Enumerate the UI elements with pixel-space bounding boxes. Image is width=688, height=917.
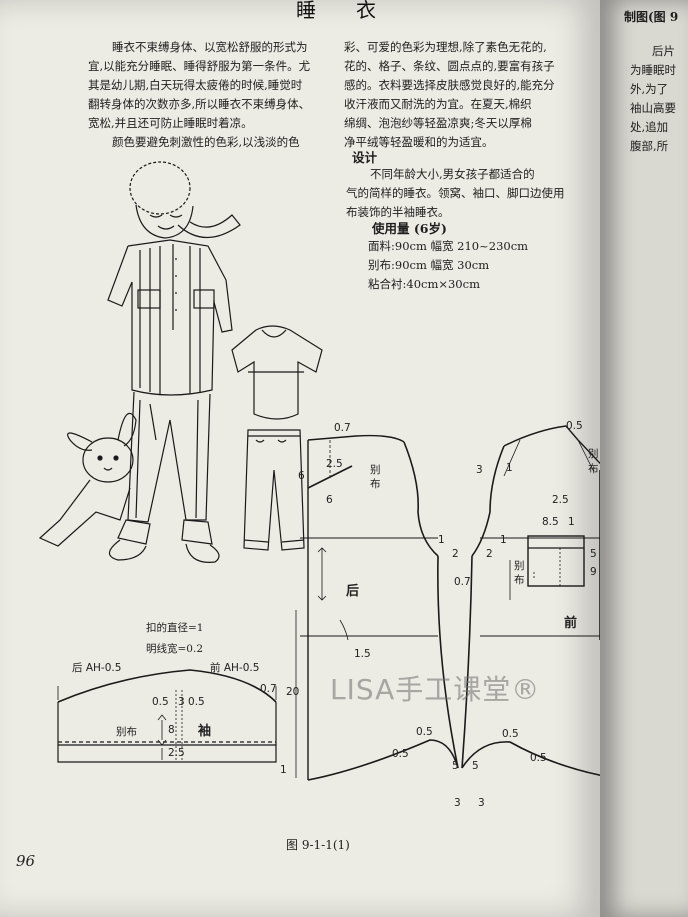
front-dim-0-5-top: 0.5 xyxy=(566,420,583,432)
adjacent-heading: 制图(图 9 xyxy=(624,10,679,24)
usage-line-interfacing: 粘合衬:40cm×30cm xyxy=(368,277,480,291)
right-text-line: 彩、可爱的色彩为理想,除了素色无花的, xyxy=(344,40,547,54)
design-text-line: 气的简样的睡衣。领窝、袖口、脚口边使用 xyxy=(346,186,565,200)
back-pattern-lines xyxy=(295,434,459,781)
right-text-line: 感的。衣料要选择皮肤感觉良好的,能充分 xyxy=(344,78,555,92)
back-dim-0-5-a: 0.5 xyxy=(416,726,433,738)
usage-line-contrast-fabric: 别布:90cm 幅宽 30cm xyxy=(368,258,490,272)
left-text-line: 翻转身体的次数亦多,所以睡衣不束缚身体、 xyxy=(88,97,311,111)
sleeve-contrast-label: 别布 xyxy=(116,726,137,738)
back-ah-label: 后 AH-0.5 xyxy=(72,662,122,674)
adjacent-line: 后片 xyxy=(652,44,675,58)
back-dim-20: 20 xyxy=(286,686,300,698)
book-page: 睡衣 睡衣不束缚身体、以宽松舒服的形式为 宜,以能充分睡眠、睡得舒服为第一条件。… xyxy=(0,0,600,917)
back-dim-2-5: 2.5 xyxy=(326,458,343,470)
front-dim-0-5-a: 0.5 xyxy=(502,728,519,740)
left-text-line: 宜,以能充分睡眠、睡得舒服为第一条件。尤 xyxy=(88,59,311,73)
back-dim-1: 1 xyxy=(438,534,445,546)
front-pocket-contrast-char1: 别 xyxy=(514,560,525,572)
sleeve-dim-0-5: 0.5 xyxy=(152,696,169,708)
pattern-illustration xyxy=(38,161,600,781)
front-dim-8-5: 8.5 xyxy=(542,516,559,528)
back-dim-2: 2 xyxy=(452,548,459,560)
figure-caption: 图 9-1-1(1) xyxy=(286,838,350,852)
button-diameter-note: 扣的直径=1 xyxy=(146,622,204,634)
adjacent-line: 外,为了 xyxy=(630,82,669,96)
design-heading: 设计 xyxy=(352,150,378,165)
design-text-line: 不同年龄大小,男女孩子都适合的 xyxy=(370,167,535,181)
rabbit-toy-drawing xyxy=(38,412,137,547)
back-contrast-char2: 布 xyxy=(370,478,381,490)
right-text-line: 净平绒等轻盈暖和的为适宜。 xyxy=(344,135,494,149)
sleeve-dim-2-5: 2.5 xyxy=(168,747,185,759)
sleeve-dim-0-7: 0.7 xyxy=(260,683,277,695)
page-title: 睡衣 xyxy=(296,0,416,22)
usage-heading: 使用量 (6岁) xyxy=(372,221,447,236)
front-dim-5: 5 xyxy=(590,548,597,560)
front-pocket-contrast-char2: 布 xyxy=(514,574,525,586)
adjacent-page-edge: 制图(图 9 后片 为睡眠时 外,为了 袖山高要 处,追加 腹部,所 xyxy=(600,0,688,917)
front-label: 前 xyxy=(564,616,578,631)
front-dim-0-5-b: 0.5 xyxy=(530,752,547,764)
front-dim-2: 2 xyxy=(486,548,493,560)
back-contrast-char1: 别 xyxy=(370,464,381,476)
sleeve-pattern-lines xyxy=(57,669,277,763)
child-figure-drawing xyxy=(107,161,241,563)
shirt-flat-sketch xyxy=(231,325,323,420)
page-number: 96 xyxy=(16,852,36,870)
watermark-logo: LISA手工课堂® xyxy=(330,673,541,706)
front-dim-1-pocket: 1 xyxy=(568,516,575,528)
front-dim-1-upper: 1 xyxy=(506,462,513,474)
left-text-line: 其是幼儿期,白天玩得太疲倦的时候,睡觉时 xyxy=(88,78,303,92)
back-dim-0-7-armhole: 0.7 xyxy=(454,576,471,588)
back-dim-0-5-b: 0.5 xyxy=(392,748,409,760)
sleeve-dim-8: 8 xyxy=(168,724,175,736)
design-text-line: 布装饰的半袖睡衣。 xyxy=(346,205,450,219)
hem-dim-3-left: 3 xyxy=(454,797,461,809)
back-dim-6-inner: 6 xyxy=(326,494,333,506)
adjacent-line: 为睡眠时 xyxy=(630,63,676,77)
back-label: 后 xyxy=(346,584,360,599)
front-dim-9: 9 xyxy=(590,566,597,578)
sleeve-dim-1: 1 xyxy=(280,764,287,776)
right-text-line: 收汗液而又耐洗的为宜。在夏天,棉织 xyxy=(344,97,532,111)
front-dim-2-5: 2.5 xyxy=(552,494,569,506)
left-text-line: 睡衣不束缚身体、以宽松舒服的形式为 xyxy=(112,40,308,54)
front-dim-3: 3 xyxy=(476,464,483,476)
adjacent-line: 处,追加 xyxy=(630,120,669,134)
pants-flat-sketch xyxy=(243,429,305,551)
left-text-line: 宽松,并且还可防止睡眠时着凉。 xyxy=(88,116,253,130)
front-pattern-lines xyxy=(461,425,600,777)
sleeve-dim-3-0-5: 3 0.5 xyxy=(178,696,205,708)
back-dim-6-left: 6 xyxy=(298,470,305,482)
right-text-line: 绵绸、泡泡纱等轻盈凉爽;冬天以厚棉 xyxy=(344,116,532,130)
usage-line-main-fabric: 面料:90cm 幅宽 210~230cm xyxy=(368,239,529,253)
right-text-line: 花的、格子、条纹、圆点点的,要富有孩子 xyxy=(344,59,555,73)
back-dim-5: 5 xyxy=(452,760,459,772)
front-contrast-label: 别布 xyxy=(588,448,599,475)
left-text-line: 颜色要避免刺激性的色彩,以浅淡的色 xyxy=(112,135,300,149)
hem-dim-3-right: 3 xyxy=(478,797,485,809)
back-dim-1-5: 1.5 xyxy=(354,648,371,660)
front-ah-label: 前 AH-0.5 xyxy=(210,662,260,674)
front-dim-1: 1 xyxy=(500,534,507,546)
sleeve-label: 袖 xyxy=(198,724,212,739)
adjacent-line: 腹部,所 xyxy=(630,139,669,153)
front-dim-5-hem: 5 xyxy=(472,760,479,772)
topstitch-width-note: 明线宽=0.2 xyxy=(146,643,203,655)
back-dim-0-7: 0.7 xyxy=(334,422,351,434)
adjacent-line: 袖山高要 xyxy=(630,101,676,115)
